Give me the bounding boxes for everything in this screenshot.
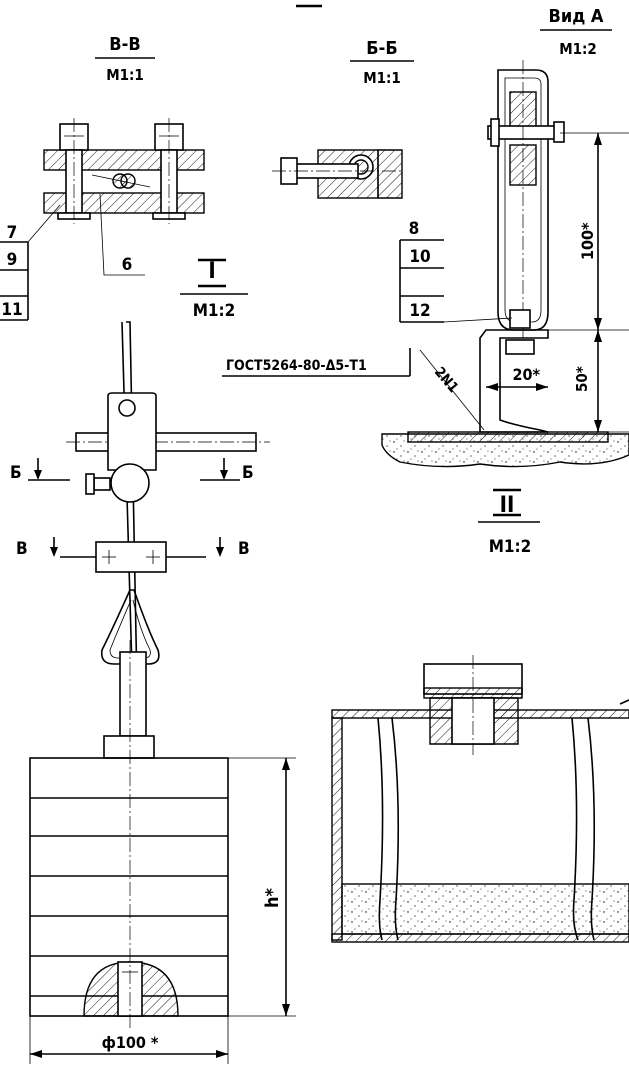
callout-8: 8 [409, 219, 420, 239]
view-a-scale: М1:2 [559, 40, 597, 58]
dim-20: 20* [512, 365, 540, 384]
suspension-assembly: Б Б В В [10, 321, 296, 1064]
tank-section [331, 655, 629, 943]
weld-note: ГОСТ5264-80-Δ5-Т1 [226, 358, 367, 374]
tank-wall-left [331, 717, 343, 941]
view-a: Вид А М1:2 100* 50* 20* [222, 6, 629, 468]
section-vv-title: В-В [109, 34, 140, 55]
sand-fill [341, 883, 629, 935]
concrete-base [381, 433, 629, 468]
cut-b-right: Б [242, 463, 254, 483]
section-v-v: В-В М1:1 7 9 11 6 [0, 34, 205, 321]
callout-10: 10 [409, 247, 430, 267]
view-a-title: Вид А [549, 6, 604, 27]
section-vv-scale: М1:1 [106, 66, 144, 84]
node-2-label: II М1:2 [478, 488, 540, 557]
callout-7: 7 [7, 223, 18, 243]
node-1-title: I [208, 259, 215, 284]
callout-11: 11 [1, 300, 22, 320]
section-bb-scale: М1:1 [363, 69, 401, 87]
housing-outer [497, 69, 549, 331]
dim-100: 100* [578, 222, 597, 260]
node-2-title: II [500, 493, 515, 518]
callout-12: 12 [409, 301, 430, 321]
clamp-ring [110, 463, 150, 503]
callout-9: 9 [7, 250, 18, 270]
section-bb-title: Б-Б [366, 38, 397, 59]
thimble [100, 589, 160, 665]
node-2-scale: М1:2 [489, 537, 532, 557]
eye-bolt-rod [119, 651, 147, 737]
cut-v-left: В [16, 539, 28, 559]
wire-rope [126, 321, 139, 741]
dim-50: 50* [573, 366, 591, 392]
tank-bottom-plate [331, 933, 629, 943]
callout-6: 6 [122, 255, 133, 275]
dim-h: h* [262, 887, 283, 908]
cut-v-right: В [238, 539, 250, 559]
node-1-scale: М1:2 [193, 301, 236, 321]
rod-nut [103, 735, 155, 759]
dim-diameter: ф100 * [102, 1033, 159, 1052]
section-b-b: Б-Б М1:1 [272, 38, 414, 199]
cut-b-left: Б [10, 463, 22, 483]
node-1-label: I М1:2 [180, 258, 248, 321]
